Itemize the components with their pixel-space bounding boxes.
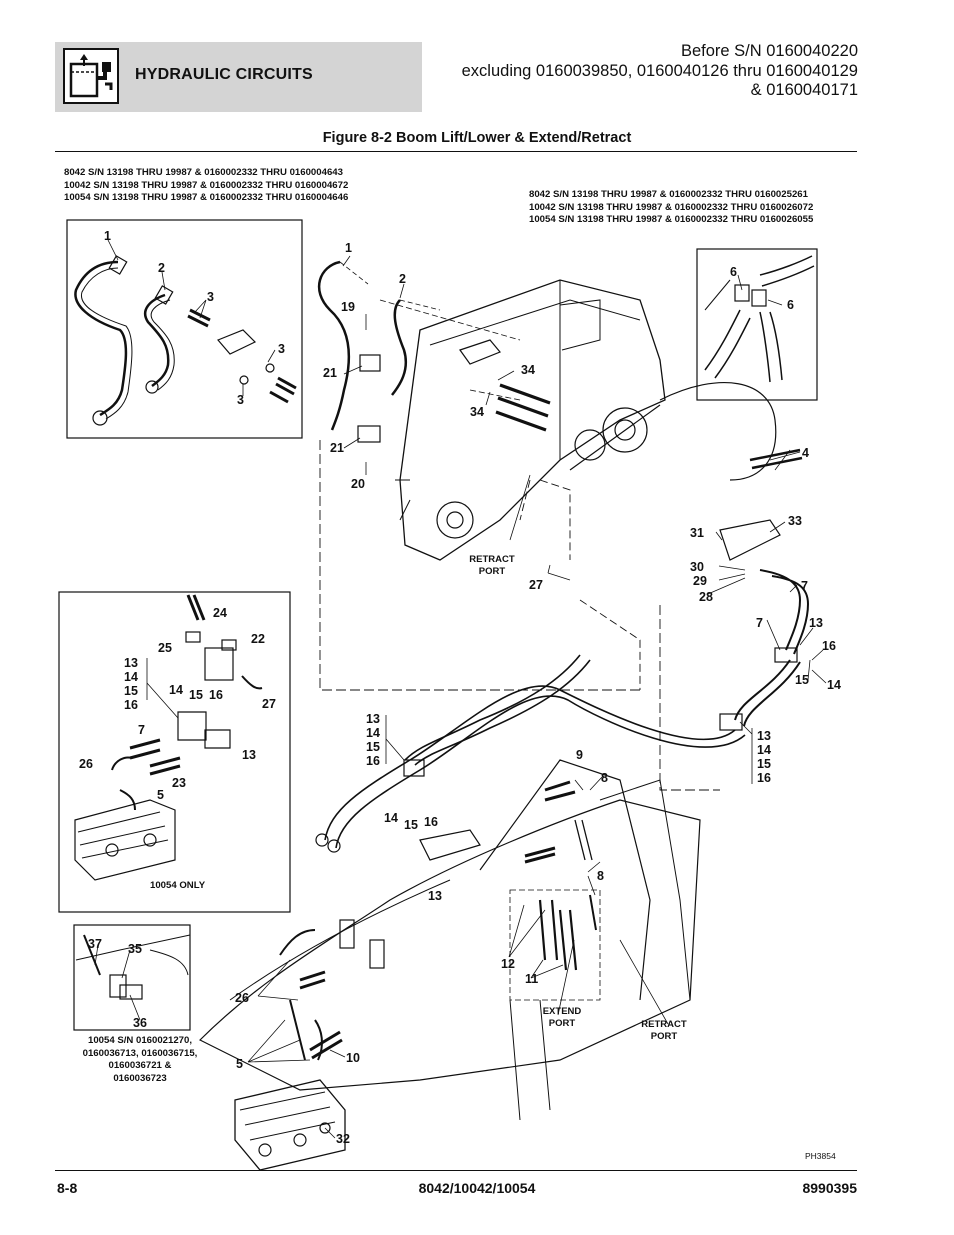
callout: 16 bbox=[209, 688, 223, 702]
model-numbers: 8042/10042/10054 bbox=[418, 1180, 536, 1196]
callout: 8 bbox=[601, 771, 608, 785]
callout: 35 bbox=[128, 942, 142, 956]
callout: 12 bbox=[501, 957, 515, 971]
callout: 7 bbox=[138, 723, 145, 737]
section-title: HYDRAULIC CIRCUITS bbox=[135, 66, 313, 83]
callout: 3 bbox=[237, 393, 244, 407]
callout: 26 bbox=[235, 991, 249, 1005]
header-banner: HYDRAULIC CIRCUITS bbox=[55, 42, 422, 112]
detail-box-top-right bbox=[696, 248, 818, 401]
detail-box-top-left bbox=[66, 219, 303, 439]
callout: 31 bbox=[690, 526, 704, 540]
callout: 29 bbox=[693, 574, 707, 588]
callout: 1 bbox=[104, 229, 111, 243]
callout: 24 bbox=[213, 606, 227, 620]
manual-part-number: 8990395 bbox=[802, 1180, 857, 1196]
callout: 15 bbox=[795, 673, 809, 687]
callout: 33 bbox=[788, 514, 802, 528]
callout: 11 bbox=[525, 972, 539, 986]
callout: 28 bbox=[699, 590, 713, 604]
callout: 9 bbox=[576, 748, 583, 762]
callout: 15 bbox=[404, 818, 418, 832]
serial-range-header: Before S/N 0160040220 excluding 01600398… bbox=[462, 42, 858, 101]
hydraulic-reservoir-icon bbox=[63, 48, 119, 104]
drawing-id: PH3854 bbox=[805, 1151, 836, 1161]
serial-line: excluding 0160039850, 0160040126 thru 01… bbox=[461, 61, 858, 80]
callout: 3 bbox=[278, 342, 285, 356]
callout: 13 bbox=[428, 889, 442, 903]
callout: 22 bbox=[251, 632, 265, 646]
callout: 16 bbox=[424, 815, 438, 829]
callout: 7 bbox=[756, 616, 763, 630]
callout: 15 bbox=[189, 688, 203, 702]
callout: 8 bbox=[597, 869, 604, 883]
callout: 16 bbox=[822, 639, 836, 653]
only-10054-note: 10054 ONLY bbox=[150, 880, 206, 891]
callout: 2 bbox=[158, 261, 165, 275]
callout: 10 bbox=[346, 1051, 360, 1065]
detail-box-10054 bbox=[58, 591, 291, 913]
callout: 7 bbox=[801, 579, 808, 593]
callout: 6 bbox=[787, 298, 794, 312]
callout: 36 bbox=[133, 1016, 147, 1030]
callout: 5 bbox=[157, 788, 164, 802]
callout: 21 bbox=[323, 366, 337, 380]
serial-line: & 0160040171 bbox=[750, 81, 858, 99]
title-rule bbox=[55, 151, 857, 152]
callout: 13 bbox=[242, 748, 256, 762]
callout: 37 bbox=[88, 937, 102, 951]
callout: 14 bbox=[827, 678, 841, 692]
figure-title: Figure 8-2 Boom Lift/Lower & Extend/Retr… bbox=[322, 130, 632, 146]
callout: 14 bbox=[384, 811, 398, 825]
callout: 2 bbox=[399, 272, 406, 286]
callout: 21 bbox=[330, 441, 344, 455]
callout: 34 bbox=[521, 363, 535, 377]
callout: 3 bbox=[207, 290, 214, 304]
callout: 27 bbox=[529, 578, 543, 592]
serial-line: Before S/N 0160040220 bbox=[680, 42, 858, 60]
callout: 23 bbox=[172, 776, 186, 790]
callout: 26 bbox=[79, 757, 93, 771]
bottom-serial-note: 10054 S/N 0160021270, 0160036713, 016003… bbox=[82, 1035, 198, 1084]
callout: 34 bbox=[470, 405, 484, 419]
callout: 13 bbox=[809, 616, 823, 630]
left-serial-note: 8042 S/N 13198 THRU 19987 & 0160002332 T… bbox=[64, 167, 349, 203]
callout: 30 bbox=[690, 560, 704, 574]
callout: 5 bbox=[236, 1057, 243, 1071]
callout: 4 bbox=[802, 446, 809, 460]
callout: 27 bbox=[262, 697, 276, 711]
footer-rule bbox=[55, 1170, 857, 1171]
detail-box-bottom-left bbox=[73, 924, 191, 1031]
callout: 20 bbox=[351, 477, 365, 491]
callout: 32 bbox=[336, 1132, 350, 1146]
callout: 6 bbox=[730, 265, 737, 279]
callout: 1 bbox=[345, 241, 352, 255]
callout: 19 bbox=[341, 300, 355, 314]
callout: 14 bbox=[169, 683, 183, 697]
right-serial-note: 8042 S/N 13198 THRU 19987 & 0160002332 T… bbox=[529, 189, 814, 225]
page-number: 8-8 bbox=[57, 1180, 78, 1196]
callout: 25 bbox=[158, 641, 172, 655]
